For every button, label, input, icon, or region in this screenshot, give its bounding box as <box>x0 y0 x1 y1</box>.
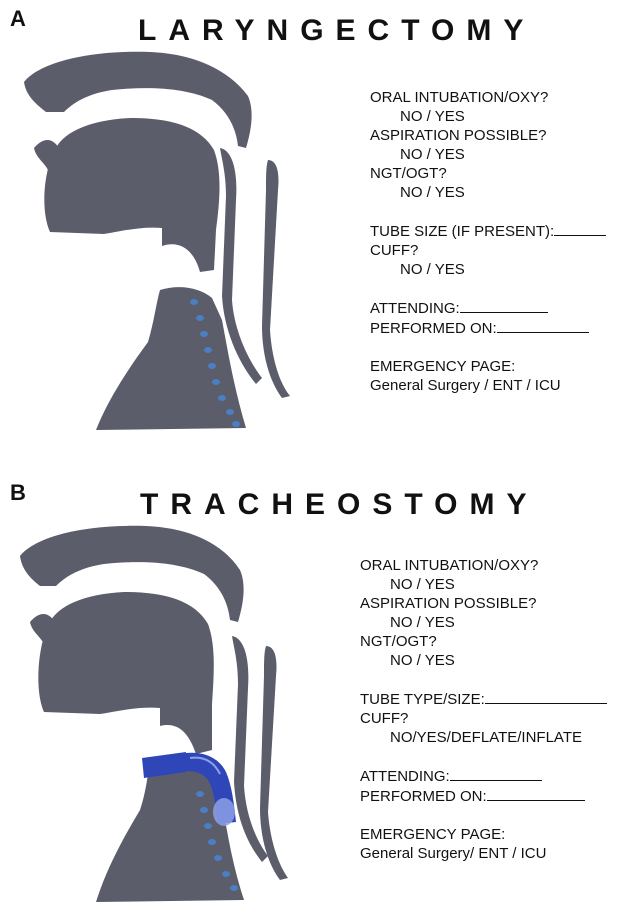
answer-oral-intubation: NO / YES <box>370 107 606 126</box>
answer-ngt-ogt: NO / YES <box>360 651 607 670</box>
panel-tracheostomy: B TRACHEOSTOMY ORAL INTUBATION/OXY <box>0 460 637 919</box>
head-silhouette <box>20 526 288 902</box>
question-emergency-page: EMERGENCY PAGE: <box>360 825 607 844</box>
question-tube-type-size: TUBE TYPE/SIZE: <box>360 691 485 708</box>
tracheostomy-form: ORAL INTUBATION/OXY? NO / YES ASPIRATION… <box>360 556 607 863</box>
panel-laryngectomy: A LARYNGECTOMY O <box>0 0 637 460</box>
question-oral-intubation: ORAL INTUBATION/OXY? <box>360 556 607 575</box>
laryngectomy-form: ORAL INTUBATION/OXY? NO / YES ASPIRATION… <box>370 88 606 395</box>
tube-type-size-field[interactable] <box>485 689 607 704</box>
tracheal-ring <box>218 395 226 401</box>
question-aspiration: ASPIRATION POSSIBLE? <box>360 594 607 613</box>
laryngectomy-anatomy-illustration <box>0 0 340 460</box>
cervical-spine <box>260 646 288 880</box>
tracheal-ring <box>200 331 208 337</box>
question-ngt-ogt: NGT/OGT? <box>370 164 606 183</box>
answer-aspiration: NO / YES <box>370 145 606 164</box>
tube-cuff <box>213 798 235 826</box>
tracheal-ring <box>190 299 198 305</box>
tracheostomy-anatomy-illustration <box>0 460 340 919</box>
tracheal-ring <box>204 823 212 829</box>
answer-emergency-page: General Surgery/ ENT / ICU <box>360 844 607 863</box>
performed-on-field[interactable] <box>487 786 585 801</box>
tracheal-ring <box>214 855 222 861</box>
question-ngt-ogt: NGT/OGT? <box>360 632 607 651</box>
answer-oral-intubation: NO / YES <box>360 575 607 594</box>
question-performed-on: PERFORMED ON: <box>370 320 497 337</box>
tracheal-ring <box>230 885 238 891</box>
tracheal-ring <box>226 409 234 415</box>
tracheal-ring <box>196 791 204 797</box>
tracheal-ring <box>232 421 240 427</box>
answer-emergency-page: General Surgery / ENT / ICU <box>370 376 606 395</box>
performed-on-field[interactable] <box>497 318 589 333</box>
tracheal-ring <box>196 315 204 321</box>
question-tube-size: TUBE SIZE (IF PRESENT): <box>370 223 554 240</box>
question-emergency-page: EMERGENCY PAGE: <box>370 357 606 376</box>
question-cuff: CUFF? <box>370 241 606 260</box>
attending-field[interactable] <box>450 766 542 781</box>
tracheal-ring <box>200 807 208 813</box>
question-attending: ATTENDING: <box>360 768 450 785</box>
tube-size-field[interactable] <box>554 221 606 236</box>
question-cuff: CUFF? <box>360 709 607 728</box>
attending-field[interactable] <box>460 298 548 313</box>
question-performed-on: PERFORMED ON: <box>360 788 487 805</box>
tracheal-ring <box>212 379 220 385</box>
question-oral-intubation: ORAL INTUBATION/OXY? <box>370 88 606 107</box>
cervical-spine <box>262 160 290 398</box>
answer-ngt-ogt: NO / YES <box>370 183 606 202</box>
tracheal-ring <box>204 347 212 353</box>
question-attending: ATTENDING: <box>370 300 460 317</box>
answer-aspiration: NO / YES <box>360 613 607 632</box>
answer-cuff: NO / YES <box>370 260 606 279</box>
head-silhouette <box>24 52 290 430</box>
question-aspiration: ASPIRATION POSSIBLE? <box>370 126 606 145</box>
tracheal-ring <box>208 363 216 369</box>
tongue-shape <box>38 592 213 754</box>
tracheal-ring <box>208 839 216 845</box>
answer-cuff: NO/YES/DEFLATE/INFLATE <box>360 728 607 747</box>
tongue-shape <box>44 118 219 272</box>
tracheal-ring <box>222 871 230 877</box>
